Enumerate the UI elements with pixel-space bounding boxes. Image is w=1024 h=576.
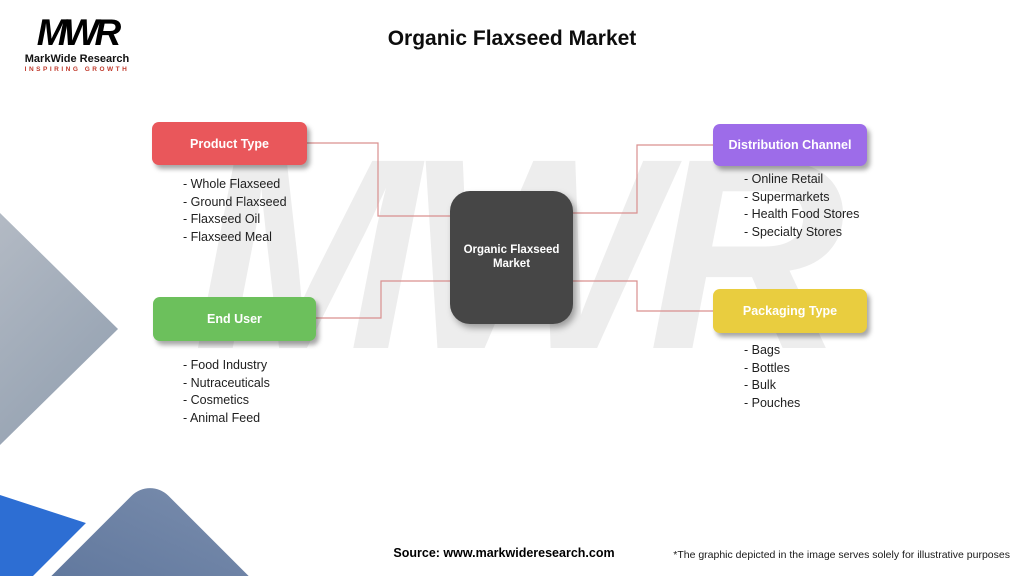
product-type-label: Product Type (190, 136, 269, 151)
list-item: - Ground Flaxseed (183, 194, 287, 209)
list-item: - Flaxseed Oil (183, 212, 261, 226)
packaging-type-label: Packaging Type (742, 304, 838, 318)
end-user-box: End User (153, 297, 316, 341)
center-node: Organic Flaxseed Market (450, 191, 573, 324)
logo-mark: MWR (36, 12, 121, 53)
distribution-channel-box: Distribution Channel (713, 124, 867, 166)
list-item: - Flaxseed Meal (183, 229, 272, 244)
product-type-items: - Whole Flaxseed - Ground Flaxseed - Fla… (183, 176, 287, 246)
list-item: - Bags (744, 343, 781, 357)
list-item: - Animal Feed (183, 410, 261, 425)
list-item: - Online Retail (744, 172, 824, 186)
list-item: - Food Industry (183, 358, 268, 372)
logo-name: MarkWide Research (24, 53, 130, 65)
list-item: - Nutraceuticals (183, 375, 270, 390)
list-item: - Cosmetics (183, 393, 249, 407)
packaging-type-items: - Bags - Bottles - Bulk - Pouches (744, 342, 800, 412)
logo-tagline: Inspiring Growth (24, 66, 130, 73)
disclaimer-text: *The graphic depicted in the image serve… (673, 549, 1010, 561)
distribution-channel-label: Distribution Channel (728, 138, 852, 152)
packaging-type-box: Packaging Type (713, 289, 867, 333)
source-text: Source: www.markwideresearch.com (393, 546, 615, 560)
list-item: - Health Food Stores (744, 207, 860, 221)
list-item: - Specialty Stores (744, 224, 842, 239)
center-node-label: Organic Flaxseed Market (463, 243, 560, 270)
end-user-items: - Food Industry - Nutraceuticals - Cosme… (183, 357, 270, 427)
product-type-box: Product Type (152, 122, 307, 165)
logo: MWR MarkWide Research Inspiring Growth (22, 14, 132, 73)
list-item: - Bottles (744, 360, 790, 375)
distribution-channel-items: - Online Retail - Supermarkets - Health … (744, 171, 859, 241)
end-user-label: End User (207, 312, 262, 326)
page-title: Organic Flaxseed Market (387, 27, 637, 50)
list-item: - Supermarkets (744, 189, 830, 204)
list-item: - Bulk (744, 378, 776, 392)
list-item: - Pouches (744, 395, 801, 410)
list-item: - Whole Flaxseed (183, 177, 281, 191)
